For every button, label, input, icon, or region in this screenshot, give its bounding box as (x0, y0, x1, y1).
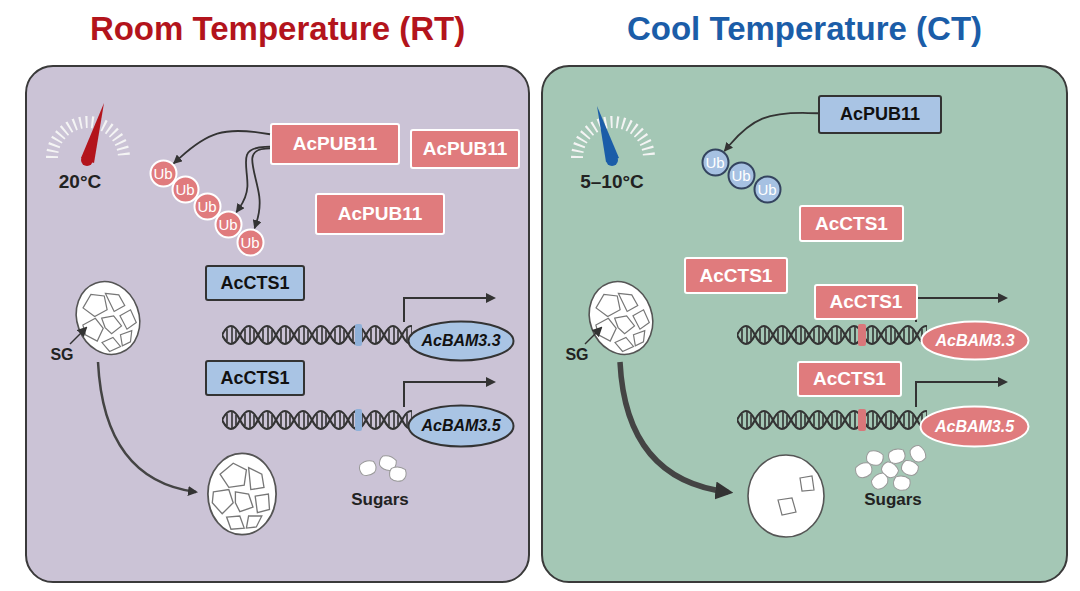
temperature-panel: Cool Temperature (CT)AcPUB11UbUbUbAcCTS1… (541, 65, 1068, 583)
protein-box: AcCTS1 (205, 265, 305, 301)
protein-box: AcCTS1 (814, 284, 918, 320)
node-label: Ub (757, 181, 776, 198)
node-label: Ub (731, 167, 750, 184)
node-label: AcCTS1 (830, 291, 903, 313)
node-label: AcBAM3.3 (421, 332, 500, 350)
node-label: AcCTS1 (220, 368, 289, 389)
gene-ellipse: AcBAM3.3 (407, 320, 515, 362)
gene-ellipse: AcBAM3.5 (919, 405, 1030, 448)
product-label: Sugars (864, 490, 922, 510)
node-outline (409, 406, 514, 447)
node-label: AcBAM3.3 (935, 332, 1014, 350)
node-outline (754, 176, 780, 202)
node-outline (194, 193, 220, 219)
protein-box: AcCTS1 (799, 205, 904, 242)
gene-ellipse: AcBAM3.5 (407, 404, 515, 448)
product-label: Sugars (351, 490, 409, 510)
ubiquitin-circle: Ub (753, 175, 782, 204)
node-outline (172, 176, 198, 202)
protein-box: AcPUB11 (818, 95, 942, 134)
node-label: Ub (218, 216, 237, 233)
node-label: AcCTS1 (220, 273, 289, 294)
node-outline (237, 229, 263, 255)
protein-box: AcPUB11 (270, 123, 400, 165)
ubiquitination-arrow (252, 148, 270, 228)
node-label: Ub (705, 154, 724, 171)
ubiquitination-arrow (236, 147, 270, 212)
granule-label: SG (565, 346, 588, 364)
node-outline (921, 407, 1029, 447)
panel-heading: Cool Temperature (CT) (543, 10, 1066, 48)
protein-box: AcCTS1 (684, 257, 788, 294)
node-outline (409, 322, 514, 361)
node-label: Ub (175, 181, 194, 198)
protein-box: AcCTS1 (205, 360, 305, 396)
node-label: Ub (197, 198, 216, 215)
node-label: AcCTS1 (815, 213, 888, 235)
node-label: Ub (153, 165, 172, 182)
temperature-label: 5–10°C (580, 171, 644, 193)
node-outline (215, 211, 241, 237)
temperature-label: 20°C (59, 171, 101, 193)
node-outline (728, 162, 754, 188)
ubiquitin-circle: Ub (236, 228, 265, 257)
node-label: AcPUB11 (293, 133, 378, 155)
granule-label: SG (50, 346, 73, 364)
node-label: AcBAM3.5 (935, 418, 1014, 436)
node-label: AcCTS1 (700, 265, 773, 287)
node-label: AcPUB11 (338, 203, 423, 225)
node-label: Ub (240, 234, 259, 251)
protein-box: AcPUB11 (410, 129, 520, 169)
node-outline (150, 160, 176, 186)
ubiquitin-circle: Ub (727, 161, 756, 190)
protein-box: AcCTS1 (797, 361, 902, 397)
node-label: AcPUB11 (840, 104, 920, 125)
ubiquitin-circle: Ub (214, 210, 243, 239)
node-label: AcPUB11 (423, 138, 508, 160)
node-label: AcBAM3.5 (421, 417, 500, 435)
node-outline (702, 149, 728, 175)
node-label: AcCTS1 (813, 368, 886, 390)
node-outline (922, 322, 1029, 360)
panel-heading: Room Temperature (RT) (27, 10, 528, 48)
temperature-panel: Room Temperature (RT)AcPUB11AcPUB11UbUbU… (25, 65, 530, 583)
protein-box: AcPUB11 (315, 193, 445, 235)
ubiquitination-arrow (174, 131, 270, 163)
ubiquitin-circle: Ub (701, 148, 730, 177)
ubiquitination-arrow (724, 113, 818, 151)
gene-ellipse: AcBAM3.3 (920, 320, 1030, 361)
